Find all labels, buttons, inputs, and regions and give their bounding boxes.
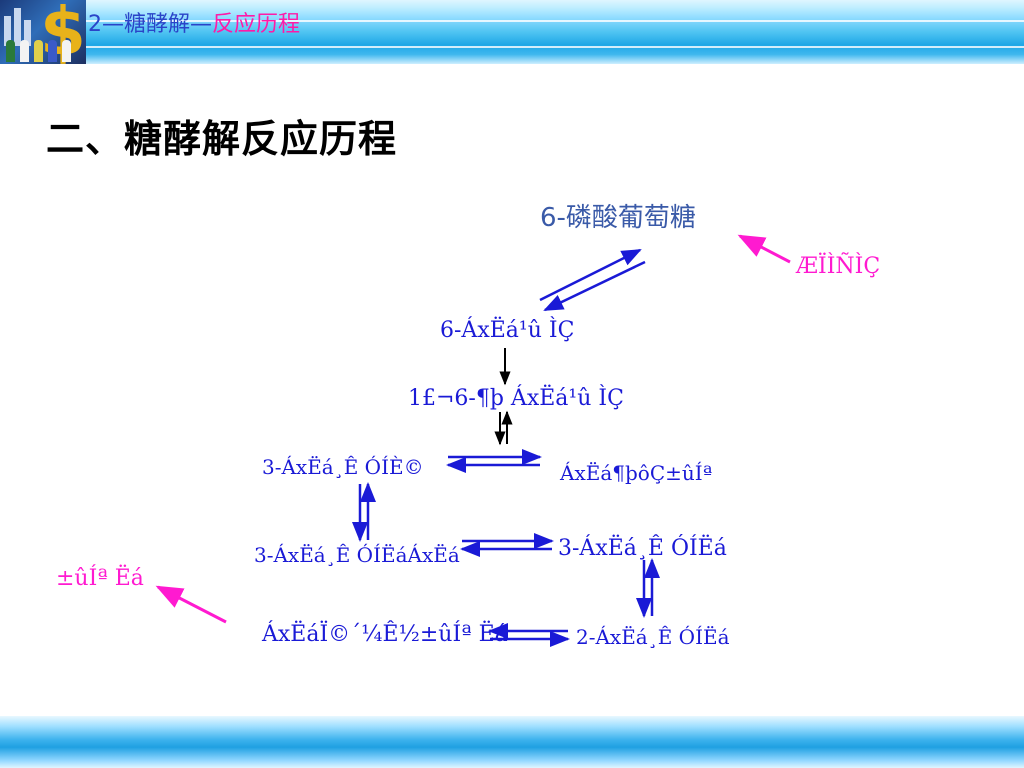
person-icon [6, 40, 15, 62]
header-band [0, 0, 1024, 64]
header-title-part2: 反应历程 [212, 12, 301, 37]
node-label: 3-ÁxËá¸Ê ÓÍËá [558, 536, 727, 561]
arrow-magenta [155, 585, 227, 624]
header-title: 2—糖酵解—反应历程 [88, 10, 300, 40]
node-label: 3-ÁxËá¸Ê ÓÍËáÁxËá [254, 543, 460, 567]
footer-band [0, 716, 1024, 768]
page-title: 二、糖酵解反应历程 [46, 117, 398, 161]
node-label: ÁxËá¶þôÇ±ûÍª [560, 461, 713, 485]
header-stripe [0, 20, 1024, 22]
node-label: 2-ÁxËá¸Ê ÓÍËá [576, 625, 730, 649]
person-icon [34, 40, 43, 62]
side-label-top: ÆÏÌÑÌÇ [796, 254, 881, 279]
logo-bar [14, 8, 21, 46]
header-stripe [0, 46, 1024, 48]
node-label: 1£¬6-¶þ ÁxËá¹û ÌÇ [408, 386, 624, 411]
logo: $ [0, 0, 86, 64]
node-label: 6-ÁxËá¹û ÌÇ [440, 318, 575, 343]
person-icon [20, 40, 29, 62]
logo-bar [4, 16, 11, 46]
arrow-forward [539, 248, 642, 302]
arrow-reverse [543, 260, 646, 312]
logo-bar [24, 20, 31, 46]
person-icon [62, 40, 71, 62]
node-label: 3-ÁxËá¸Ê ÓÍÈ© [262, 455, 424, 479]
person-icon [48, 40, 57, 62]
top-compound-label: 6-磷酸葡萄糖 [540, 203, 696, 233]
node-label: ÁxËáÏ©´¼Ê½±ûÍª Ëá [262, 622, 508, 647]
header-title-part1: 2—糖酵解— [88, 12, 212, 37]
arrow-magenta [737, 234, 791, 264]
side-label-bottom: ±ûÍª Ëá [56, 566, 144, 591]
